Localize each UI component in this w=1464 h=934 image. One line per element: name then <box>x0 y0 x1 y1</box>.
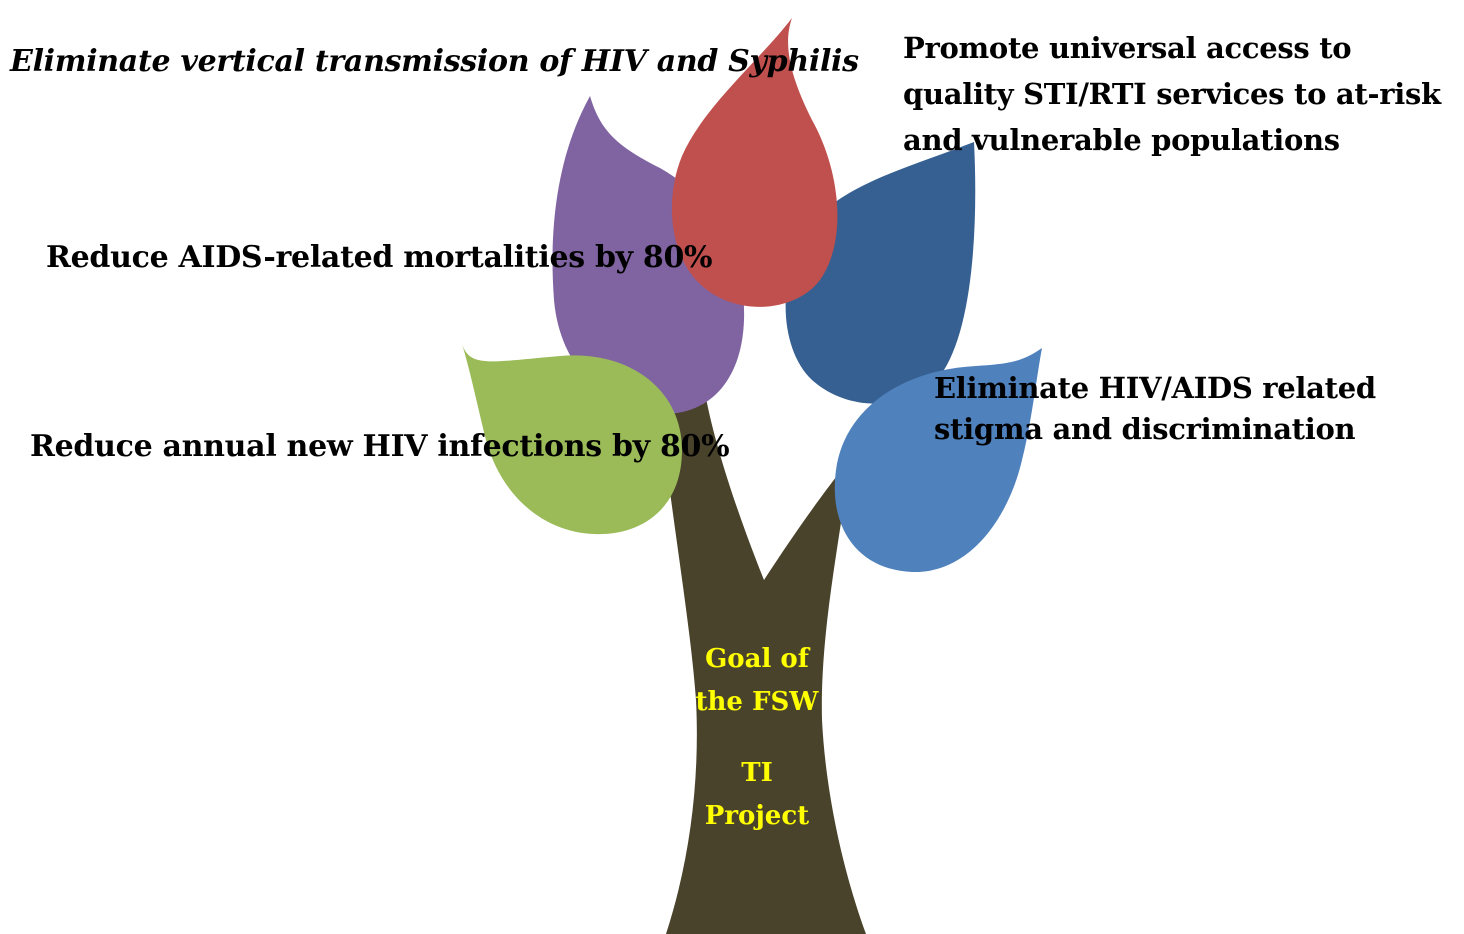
goal-universal-access: Promote universal access to quality STI/… <box>903 31 1441 157</box>
leaf-green <box>462 344 682 535</box>
goal-vertical-transmission: Eliminate vertical transmission of HIV a… <box>10 44 859 79</box>
leaf-red <box>671 18 838 307</box>
trunk-title-line-2: TI Project <box>704 758 810 831</box>
leaf-purple <box>552 96 745 414</box>
trunk-title-line-1: Goal of the FSW <box>695 644 819 717</box>
tree-trunk <box>660 398 866 934</box>
leaf-light-blue <box>834 348 1042 573</box>
goal-infections: Reduce annual new HIV infections by 80% <box>30 429 730 464</box>
goal-mortality: Reduce AIDS-related mortalities by 80% <box>46 240 713 275</box>
goal-stigma: Eliminate HIV/AIDS related stigma and di… <box>934 371 1376 446</box>
